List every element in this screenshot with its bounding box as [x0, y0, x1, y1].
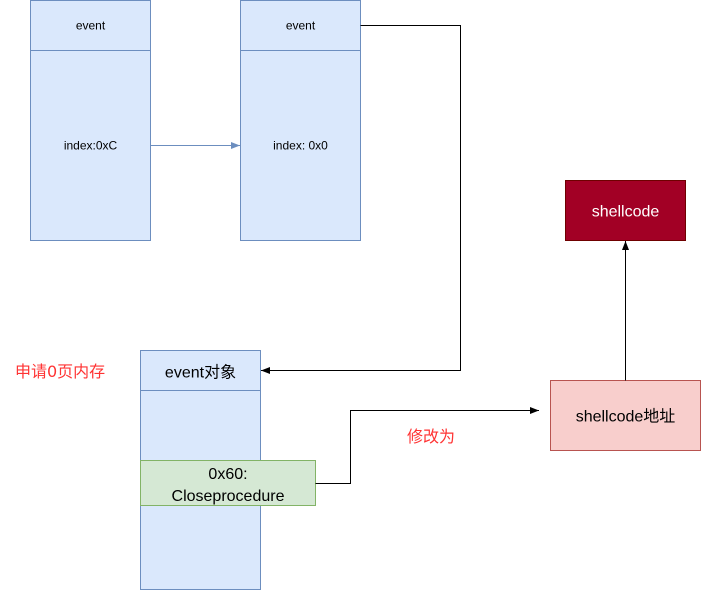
shellcode-address-box: shellcode地址 [550, 380, 701, 451]
closeprocedure-name: Closeprocedure [172, 488, 285, 505]
arrow-field-to-shellcode-address [315, 407, 539, 484]
event-box-1-index: index:0xC [64, 139, 118, 153]
shellcode-frame [565, 180, 686, 241]
closeprocedure-offset: 0x60: [208, 466, 247, 483]
event-box-2-frame [240, 0, 361, 241]
shellcode-box: shellcode [565, 180, 686, 241]
event-box-1-frame [30, 0, 151, 241]
event-box-2: event index: 0x0 [240, 0, 361, 241]
shellcode-address-frame [550, 380, 701, 451]
event-box-2-index: index: 0x0 [273, 139, 328, 153]
event-box-2-header: event [286, 19, 316, 33]
shellcode-label: shellcode [592, 204, 660, 221]
annotation-alloc-zero-page: 申请0页内存 [15, 362, 105, 381]
arrow-event2-to-event-object [261, 25, 461, 374]
event-object-header: event对象 [165, 364, 236, 382]
shellcode-address-label: shellcode地址 [576, 408, 676, 426]
closeprocedure-field: 0x60: Closeprocedure [140, 460, 316, 506]
event-box-1-header: event [76, 19, 106, 33]
annotation-modify-to: 修改为 [407, 427, 455, 446]
closeprocedure-field-frame [140, 460, 316, 506]
event-box-1: event index:0xC [30, 0, 151, 241]
